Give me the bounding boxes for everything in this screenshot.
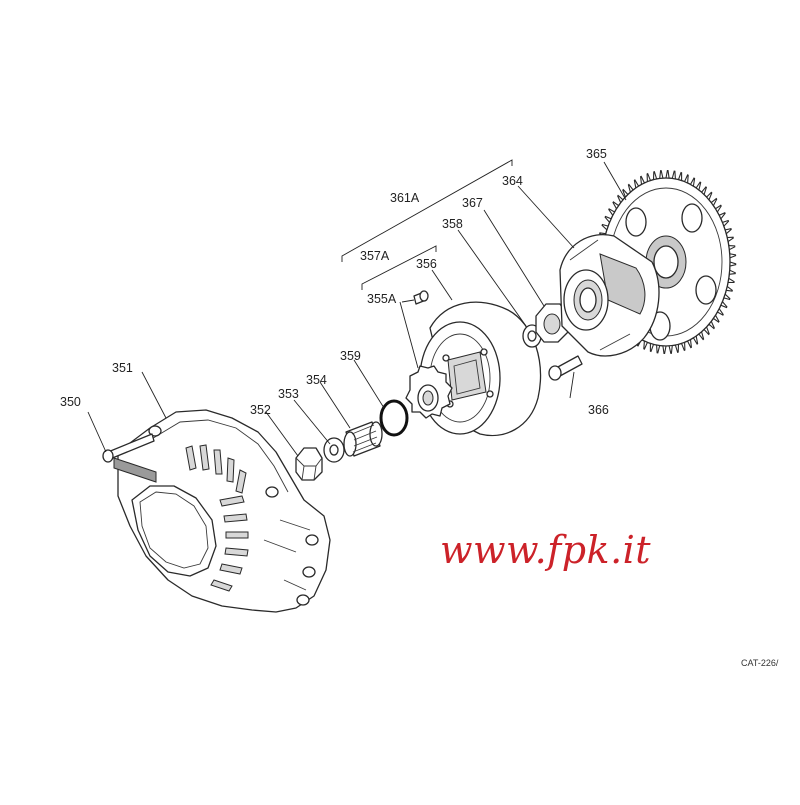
needle-bearing-354: [343, 421, 383, 457]
o-ring-359: [379, 399, 409, 437]
label-353: 353: [278, 387, 299, 401]
sprocket-357A: [405, 365, 453, 419]
label-359: 359: [340, 349, 361, 363]
label-367: 367: [462, 196, 483, 210]
label-355A: 355A: [367, 292, 397, 306]
label-356: 356: [416, 257, 437, 271]
pin-355A: [413, 290, 429, 305]
washer-353: [323, 437, 345, 463]
clutch-shoes-364: [559, 234, 660, 357]
part-labels: 350 351 352 353 354 359 355A 356 357A 35…: [60, 147, 609, 417]
label-350: 350: [60, 395, 81, 409]
catalog-code: CAT-226/: [741, 658, 779, 668]
website-watermark: www.fpk.it: [440, 528, 652, 572]
label-361A: 361A: [390, 191, 420, 205]
leader-lines: [87, 159, 627, 457]
label-357A: 357A: [360, 249, 390, 263]
screw-350: [102, 433, 155, 463]
label-351: 351: [112, 361, 133, 375]
label-352: 352: [250, 403, 271, 417]
cover-slots: [185, 444, 249, 592]
label-365: 365: [586, 147, 607, 161]
clutch-cover-351: [113, 409, 331, 613]
label-354: 354: [306, 373, 327, 387]
label-358: 358: [442, 217, 463, 231]
label-364: 364: [502, 174, 523, 188]
nut-352: [295, 447, 323, 481]
bolt-366: [548, 355, 583, 381]
label-366: 366: [588, 403, 609, 417]
